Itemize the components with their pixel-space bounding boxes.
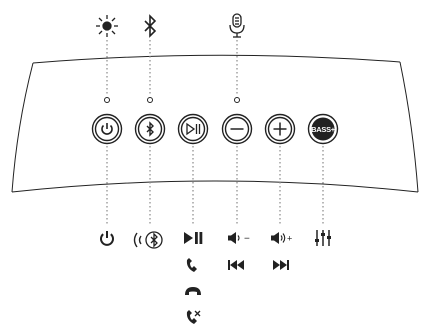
power-icon [101,123,113,135]
play-pause-function-icon [184,232,203,244]
connector-lines [106,40,324,226]
play-pause-icon [186,122,201,136]
bluetooth-button[interactable] [134,113,166,145]
equalizer-icon [315,230,331,246]
vol-plus-sign: + [287,234,292,244]
vol-minus-sign: − [244,234,250,245]
power-button[interactable] [91,113,123,145]
power-led [104,97,110,103]
previous-track-icon [228,260,244,270]
bluetooth-icon [146,121,154,137]
microphone-icon [229,13,245,38]
volume-down-icon: − [228,232,250,245]
plus-icon [273,122,287,136]
power-function-icon [100,231,114,246]
end-call-icon [185,287,201,295]
mic-hole [234,97,240,103]
play-pause-button[interactable] [177,113,209,145]
reject-call-icon [186,310,201,324]
bass-button[interactable]: BASS+ [307,113,339,145]
volume-down-button[interactable] [221,113,253,145]
bass-label: BASS+ [311,125,336,134]
bluetooth-led [147,97,153,103]
speaker-panel-outline [11,54,419,193]
sun-led-icon [96,15,118,37]
next-track-icon [273,260,289,270]
answer-call-icon [186,258,197,272]
bluetooth-pairing-icon [133,231,163,249]
volume-up-button[interactable] [264,113,296,145]
volume-up-icon: + [271,232,292,244]
bluetooth-led-icon [144,14,157,38]
